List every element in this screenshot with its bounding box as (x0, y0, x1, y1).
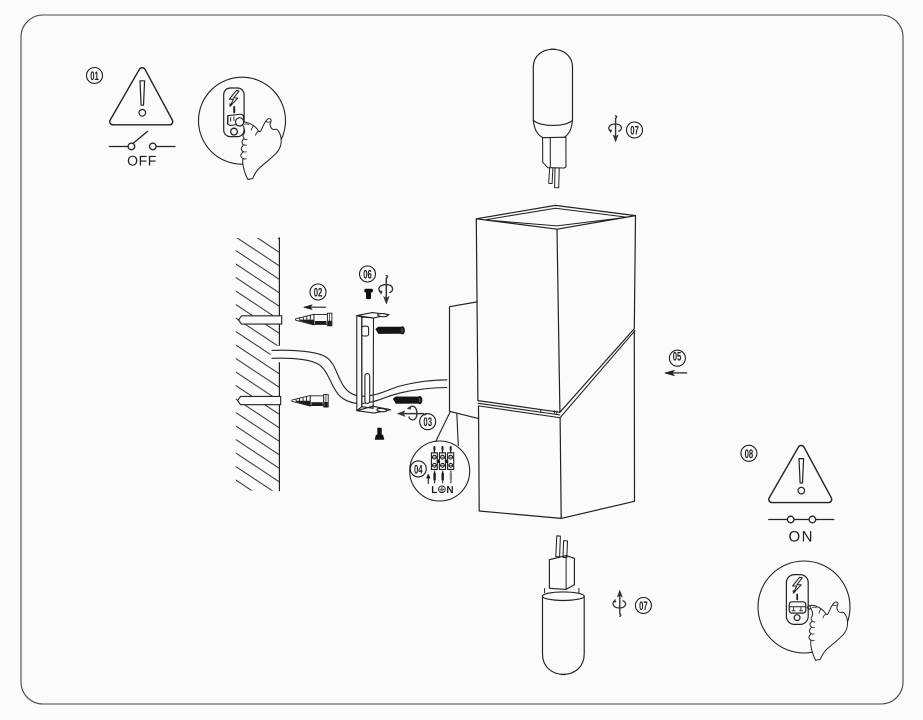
svg-text:L: L (431, 485, 437, 496)
svg-text:01: 01 (90, 69, 99, 83)
svg-text:02: 02 (314, 286, 323, 300)
svg-text:05: 05 (673, 350, 682, 364)
svg-text:03: 03 (423, 415, 432, 429)
svg-text:07: 07 (639, 599, 648, 613)
svg-text:04: 04 (414, 462, 423, 476)
svg-text:08: 08 (745, 447, 754, 461)
svg-text:ON: ON (789, 528, 814, 545)
svg-text:N: N (446, 485, 453, 496)
svg-text:06: 06 (363, 268, 372, 282)
svg-text:07: 07 (630, 124, 639, 138)
svg-text:OFF: OFF (127, 153, 157, 169)
